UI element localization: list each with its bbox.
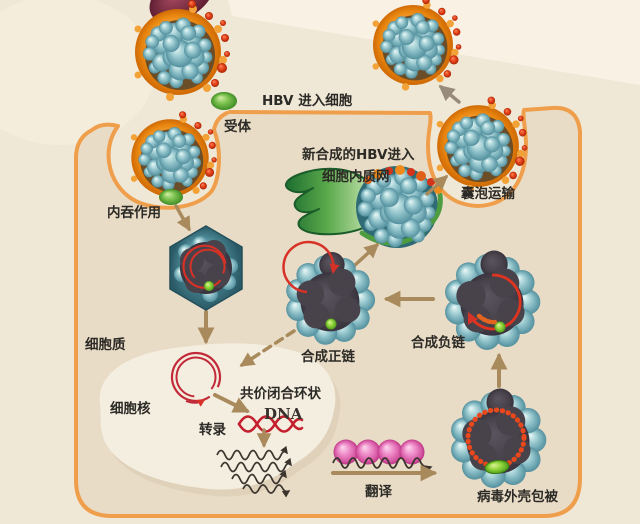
arrow-recycle-dashed [239,329,296,367]
label-synth-negative: 合成负链 [411,334,465,351]
arrow-to-er [353,243,380,267]
label-cccdna-line1: 共价闭合环状 [240,385,321,402]
light-patch [0,0,155,145]
label-synth-positive: 合成正链 [301,348,355,365]
label-cccdna-line2: DNA [264,405,303,423]
receptor-icon [211,92,237,110]
translation-group [332,439,433,473]
label-translation: 翻译 [365,483,392,500]
capsid-coated-virus [451,388,547,488]
tissue-fragment [149,0,215,23]
mrna-strand-icon [332,457,433,473]
arrow-endocytosis [174,204,191,232]
arrow-exocytosis [438,84,461,104]
label-transcription: 转录 [199,421,226,438]
label-receptor: 受体 [224,118,251,135]
label-capsid-coating: 病毒外壳包被 [477,488,558,505]
cccdna-icon [170,351,222,407]
endoplasmic-reticulum-icon [284,165,443,248]
receptor-icon-2 [159,189,183,205]
hexagonal-capsid-icon [169,225,243,311]
nucleus-body [99,343,336,490]
capsid-negative-strand [445,250,541,350]
dna-helix-icon [237,415,304,433]
label-cytoplasm: 细胞质 [85,336,126,353]
arrow-cccdna-to-dna [213,393,251,413]
label-endocytosis: 内吞作用 [107,204,161,221]
cell-membrane [74,105,582,518]
capsid-positive-strand [282,240,376,345]
flow-arrows [174,84,508,482]
label-new-hbv-line2: 细胞内质网 [322,168,390,185]
rna-transcripts-icon [216,445,292,498]
label-nucleus: 细胞核 [110,400,151,417]
label-hbv-entry: HBV 进入细胞 [262,92,353,109]
label-new-hbv-line1: 新合成的HBV进入 [302,146,415,163]
diagram-labels: HBV 进入细胞 受体 内吞作用 新合成的HBV进入 细胞内质网 囊泡运输 细胞… [85,92,558,505]
label-vesicle-transport: 囊泡运输 [460,185,515,202]
arrow-er-to-vesicle [425,175,449,196]
